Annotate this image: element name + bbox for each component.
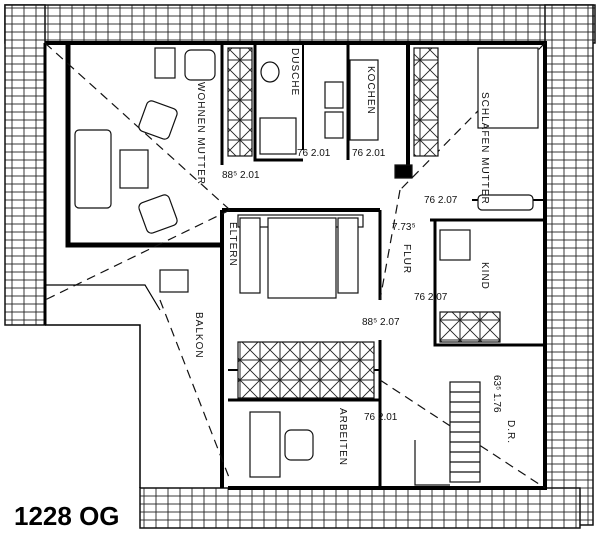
room-label-flur: FLUR	[401, 244, 412, 274]
bed-side-right	[337, 217, 359, 294]
double-bed	[267, 217, 337, 299]
dim-schlafen-door: 76 2.07	[424, 195, 458, 206]
dim-flur-height: 7.73⁵	[392, 222, 416, 233]
desk-arbeiten	[249, 411, 281, 478]
wardrobe-eltern	[237, 341, 375, 399]
room-label-dusche: DUSCHE	[289, 48, 300, 96]
chimney	[394, 164, 413, 179]
dimension-labels: 88⁵ 2.01 76 2.01 76 2.01 76 2.07 7.73⁵ 7…	[222, 148, 502, 423]
shelf	[154, 47, 176, 79]
room-label-arbeiten: ARBEITEN	[337, 408, 348, 466]
roof-tiles	[4, 4, 596, 529]
balcony-table	[159, 269, 189, 293]
room-label-dachraum: D.R.	[505, 420, 516, 444]
sink-2	[324, 111, 344, 139]
dim-eltern-door: 88⁵ 2.07	[362, 317, 400, 328]
coffee-table	[119, 149, 149, 189]
dim-dusche-door: 76 2.01	[297, 148, 331, 159]
room-label-kochen: KOCHEN	[365, 66, 376, 115]
office-chair	[284, 429, 314, 461]
dim-kochen-door: 76 2.01	[352, 148, 386, 159]
room-label-schlafen-mutter: SCHLAFEN MUTTER	[479, 92, 490, 205]
wardrobe-schlafen	[413, 47, 439, 157]
dim-kind-door: 76 2.07	[414, 292, 448, 303]
room-labels: WOHNEN MUTTER DUSCHE KOCHEN SCHLAFEN MUT…	[193, 48, 516, 466]
sofa	[74, 129, 112, 209]
stair-landing	[414, 440, 450, 486]
armchair-top	[184, 49, 216, 81]
bed-side-left	[239, 217, 261, 294]
toilet	[260, 61, 280, 83]
dim-dr-door: 63⁵ 1.76	[491, 375, 502, 413]
sheet-label: 1228 OG	[14, 501, 120, 531]
room-label-eltern: ELTERN	[227, 222, 238, 267]
shower	[259, 117, 297, 155]
interior-walls	[220, 43, 545, 488]
armchair-right	[138, 100, 178, 140]
bed-schlafen	[477, 47, 539, 129]
kitchen-counter	[349, 59, 379, 141]
room-label-kind: KIND	[479, 262, 490, 290]
desk-schlafen	[477, 194, 534, 211]
room-label-wohnen-mutter: WOHNEN MUTTER	[195, 82, 206, 185]
armchair-bottom	[138, 194, 178, 234]
toy-box-kind	[439, 229, 471, 261]
outer-walls	[43, 41, 547, 490]
stair-steps	[450, 391, 480, 473]
wardrobe-wohnen	[227, 47, 253, 157]
dim-wohnen-door: 88⁵ 2.01	[222, 170, 260, 181]
furniture	[74, 47, 539, 486]
room-label-balkon: BALKON	[193, 312, 204, 359]
dim-arbeiten-door: 76 2.01	[364, 412, 398, 423]
sink-1	[324, 81, 344, 109]
shelf-kind	[439, 311, 501, 343]
